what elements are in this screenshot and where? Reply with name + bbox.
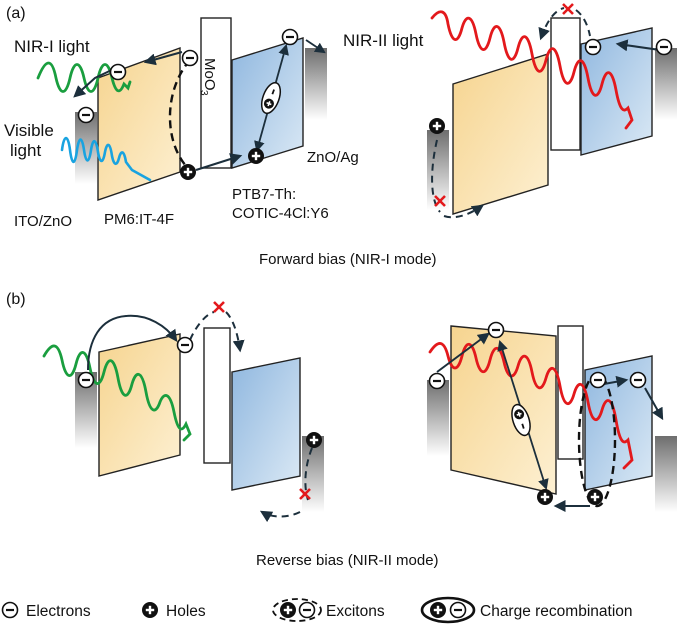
- pm6-it4f-layer: [452, 53, 549, 215]
- legend-recombination-label: Charge recombination: [480, 603, 633, 620]
- electron-icon: [584, 38, 602, 56]
- panel-a-right-diagram: NIR-II light: [343, 2, 677, 219]
- electron-icon: [629, 371, 647, 389]
- exciton-icon: [272, 598, 322, 622]
- electron-icon: [176, 336, 194, 354]
- hole-icon: [178, 162, 198, 182]
- ptb7-layer: [584, 355, 653, 491]
- electron-path-to-zno: [305, 39, 326, 54]
- electron-path-b-left: [87, 314, 178, 371]
- blocked-electron-path-top: [538, 7, 565, 41]
- panel-b-tag: (b): [6, 291, 26, 308]
- nir1-wave-b: [42, 344, 192, 442]
- electron-icon: [1, 601, 19, 619]
- electron-icon: [281, 28, 299, 46]
- ptb7-label-line1: PTB7-Th:: [232, 186, 296, 203]
- moo3-label-main: MoO: [201, 58, 218, 91]
- panel-b-caption: Reverse bias (NIR-II mode): [256, 552, 439, 569]
- electron-path-to-electrode: [644, 387, 664, 421]
- legend-holes-label: Holes: [166, 603, 206, 620]
- nir2-wave-a: [430, 10, 634, 130]
- nir1-light-label: NIR-I light: [14, 37, 90, 56]
- electron-icon: [77, 106, 95, 124]
- hole-icon: [427, 116, 447, 136]
- moo3-layer: [200, 17, 232, 169]
- ito-zno-electrode: [427, 380, 449, 456]
- electron-icon: [109, 63, 127, 81]
- legend-electrons-label: Electrons: [26, 603, 91, 620]
- panel-a-caption: Forward bias (NIR-I mode): [259, 251, 437, 268]
- pm6-it4f-layer: [98, 333, 181, 477]
- hole-icon: [535, 487, 555, 507]
- electron-icon: [589, 371, 607, 389]
- blocked-electron-path-top-right: [575, 9, 591, 37]
- zno-ag-electrode: [655, 48, 677, 120]
- blocked-hole-path-bottom: [443, 204, 484, 219]
- panel-b-right-diagram: [427, 321, 677, 512]
- hole-path-a: [195, 153, 243, 171]
- visible-label-line2: light: [10, 141, 41, 160]
- hole-icon: [140, 600, 160, 620]
- zno-ag-electrode: [655, 436, 677, 512]
- zno-ag-electrode: [305, 48, 327, 120]
- electron-path-b-right: [436, 332, 490, 373]
- electron-icon: [487, 321, 505, 339]
- electron-icon: [428, 372, 446, 390]
- moo3-label: MoO 3: [198, 58, 218, 96]
- ito-zno-electrode: [75, 372, 97, 448]
- electron-path-b-right-2: [603, 375, 629, 388]
- legend-excitons-label: Excitons: [326, 603, 385, 620]
- hole-icon: [585, 487, 605, 507]
- nir2-light-label: NIR-II light: [343, 31, 424, 50]
- panel-a-tag: (a): [6, 5, 26, 22]
- nir1-wave-a: [36, 61, 132, 93]
- hole-icon: [246, 146, 266, 166]
- visible-label-line1: Visible: [4, 121, 54, 140]
- blocked-path-b-top: [189, 311, 215, 341]
- pm6-label: PM6:IT-4F: [104, 211, 174, 228]
- recombination-loop-a: [168, 59, 191, 167]
- blocked-path-b-top-right: [225, 311, 245, 353]
- hole-icon: [304, 430, 324, 450]
- moo3-layer: [550, 17, 581, 151]
- moo3-layer: [203, 327, 231, 464]
- moo3-label-sub: 3: [198, 90, 209, 96]
- electron-path-donor: [143, 51, 183, 66]
- exciton-icon: [511, 403, 531, 437]
- blocked-mark-icon: [561, 2, 575, 16]
- panel-b-left-diagram: (b): [6, 291, 324, 523]
- electron-icon: [77, 371, 95, 389]
- blocked-hole-path-b-bottom: [259, 510, 301, 523]
- ptb7-layer: [231, 357, 301, 491]
- ito-zno-label: ITO/ZnO: [14, 213, 72, 230]
- ito-zno-electrode: [75, 112, 97, 184]
- blocked-mark-icon: [212, 300, 226, 314]
- visible-wave-a: [60, 136, 152, 182]
- ptb7-label-line2: COTIC-4Cl:Y6: [232, 205, 329, 222]
- zno-ag-label: ZnO/Ag: [307, 149, 359, 166]
- legend: Electrons Holes Excitons Charge recombin…: [1, 596, 633, 624]
- exciton-icon: [260, 81, 282, 115]
- electron-icon: [655, 38, 673, 56]
- panel-a-left-diagram: (a) NIR-I light Visible light MoO 3 ZnO/…: [4, 5, 359, 230]
- recombination-icon: [420, 596, 476, 624]
- electron-icon: [181, 49, 199, 67]
- electron-path-right: [615, 39, 661, 52]
